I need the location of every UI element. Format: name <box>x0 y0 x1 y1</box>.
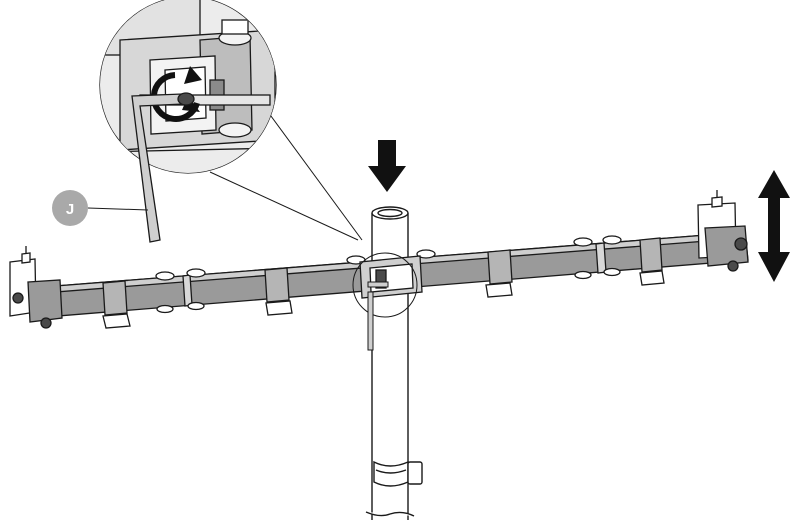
zoom-source-circle <box>352 252 418 318</box>
pole <box>365 206 423 520</box>
callout-j: J <box>52 190 149 226</box>
press-down-arrow-icon <box>368 140 406 192</box>
zoom-detail <box>99 0 277 243</box>
hex-key-icon-small <box>367 281 389 351</box>
hex-key-icon <box>131 92 195 243</box>
height-adjust-arrow-icon <box>758 170 790 282</box>
callout-badge <box>52 190 88 226</box>
zoom-leader-lines <box>209 111 363 241</box>
left-end-bracket <box>9 246 63 329</box>
right-end-bracket <box>697 190 749 272</box>
callout-label: J <box>66 201 74 218</box>
